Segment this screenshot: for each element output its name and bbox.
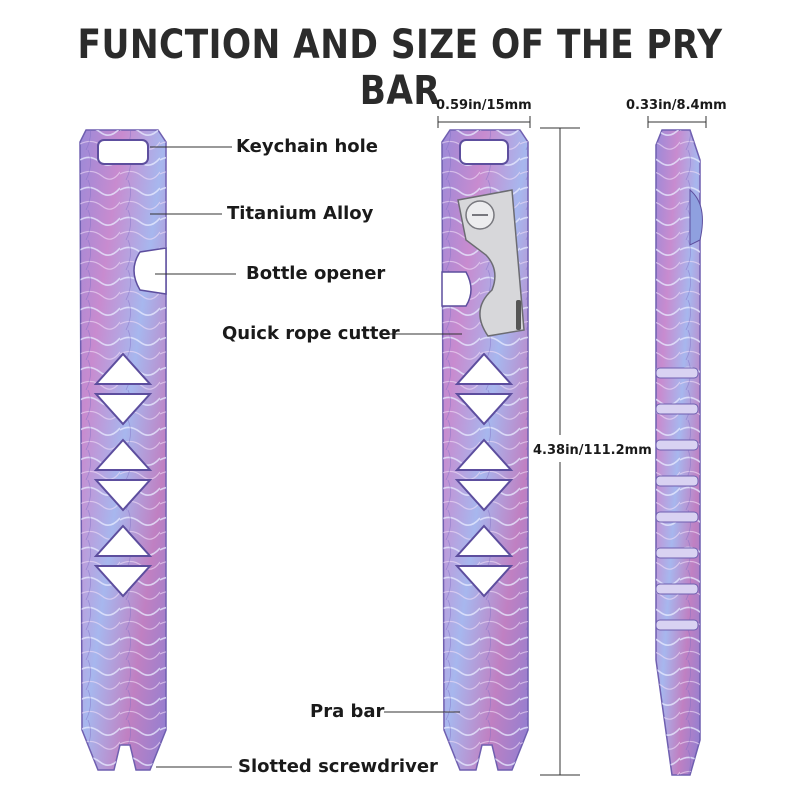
cutout (454, 438, 514, 471)
cutout (93, 524, 153, 557)
bottle-opener-notch (441, 271, 472, 307)
dimension-thickness: 0.33in/8.4mm (626, 98, 727, 113)
dimension-width: 0.59in/15mm (436, 98, 532, 113)
cutout (454, 565, 514, 598)
pry-bar-edge-view (655, 129, 703, 776)
edge-ridge (655, 439, 699, 451)
edge-ridge (655, 547, 699, 559)
bottle-opener-notch (133, 247, 167, 295)
edge-ridge (655, 511, 699, 523)
label-slotted-screwdriver: Slotted screwdriver (238, 756, 438, 777)
leader-lines (150, 146, 462, 768)
cutout (93, 565, 153, 598)
label-quick-rope-cutter: Quick rope cutter (222, 323, 400, 344)
edge-ridge (655, 475, 699, 487)
cutout (454, 393, 514, 426)
dimension-lines (437, 116, 707, 776)
cutout (93, 438, 153, 471)
edge-ridge (655, 583, 699, 595)
cutout (454, 524, 514, 557)
edge-ridge (655, 619, 699, 631)
edge-ridge (655, 403, 699, 415)
label-keychain-hole: Keychain hole (236, 136, 379, 157)
cutout (454, 479, 514, 512)
label-bottle-opener: Bottle opener (246, 263, 386, 284)
cutout (454, 352, 514, 385)
label-titanium-alloy: Titanium Alloy (227, 203, 374, 224)
pry-bar-front-view (79, 129, 167, 771)
cutout (93, 352, 153, 385)
cutout (93, 479, 153, 512)
keychain-hole (459, 139, 509, 165)
cutout (93, 393, 153, 426)
pry-bar-cutter-view (441, 129, 529, 771)
label-pry-bar: Pra bar (310, 701, 385, 722)
edge-ridge (655, 367, 699, 379)
page-title: FUNCTION AND SIZE OF THE PRY BAR (77, 22, 723, 114)
dimension-length: 4.38in/111.2mm (533, 441, 652, 460)
keychain-hole (97, 139, 149, 165)
